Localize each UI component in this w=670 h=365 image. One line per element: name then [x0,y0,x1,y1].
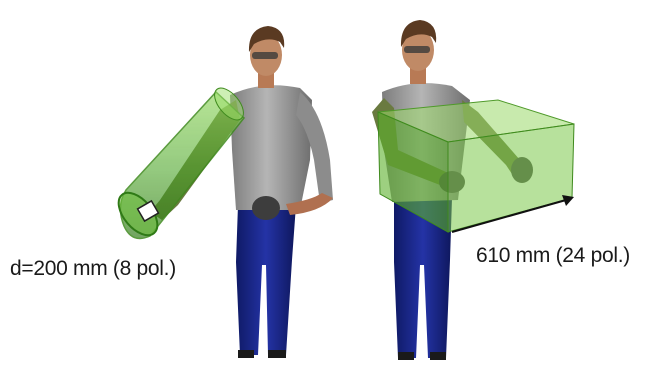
glove-left-hand [252,196,280,220]
pants-left [236,205,296,355]
shoe-left-b [268,350,286,358]
shoe-right-b [430,352,446,360]
shoe-left-a [238,350,254,358]
cylinder-reach-label: d=200 mm (8 pol.) [10,257,176,281]
glasses-left [252,52,278,59]
shoe-right-a [398,352,414,360]
glasses-right [404,46,430,53]
box-reach-label: 610 mm (24 pol.) [476,244,630,268]
reach-cylinder [111,83,249,242]
